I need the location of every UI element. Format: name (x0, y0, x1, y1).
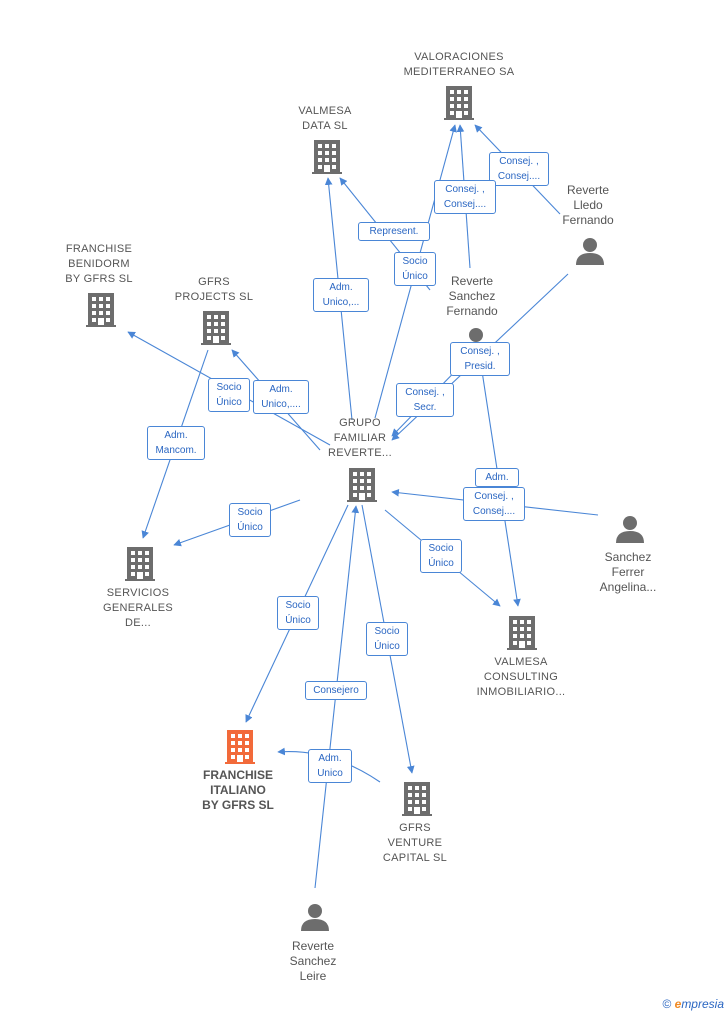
brand-initial: e (674, 997, 682, 1011)
building-icon (86, 293, 116, 327)
node-reverte-lledo[interactable]: Reverte Lledo Fernando (562, 183, 614, 227)
node-valoraciones[interactable]: VALORACIONES MEDITERRANEO SA (403, 51, 515, 78)
person-icon (301, 904, 329, 931)
node-valmesa-consulting[interactable]: VALMESA CONSULTING INMOBILIARIO... (476, 656, 566, 698)
edge-label-consej[interactable]: Consej. , Consej.... (489, 152, 549, 186)
building-icon (225, 730, 255, 764)
brand-name: mpresia (681, 997, 724, 1011)
edge-label-adm[interactable]: Adm. (475, 468, 519, 487)
node-franchise-italiano[interactable]: FRANCHISE ITALIANO BY GFRS SL (202, 768, 274, 812)
building-icon (125, 547, 155, 581)
node-servicios-generales[interactable]: SERVICIOS GENERALES DE... (103, 587, 173, 629)
edge-label-socio-unico[interactable]: Socio Único (208, 378, 250, 412)
highlight-icon (225, 730, 255, 764)
node-grupo-familiar[interactable]: GRUPO FAMILIAR REVERTE... (328, 417, 392, 459)
person-icon (576, 238, 604, 265)
edge-label-consejero[interactable]: Consejero (305, 681, 367, 700)
copyright-icon: © (662, 997, 672, 1011)
building-icon (444, 86, 474, 120)
edge-label-adm-unico[interactable]: Adm. Unico,... (313, 278, 369, 312)
edge-label-represent[interactable]: Represent. (358, 222, 430, 241)
edge-label-socio-unico[interactable]: Socio Único (420, 539, 462, 573)
edge-label-socio-unico[interactable]: Socio Único (277, 596, 319, 630)
edge-label-adm-unico[interactable]: Adm. Unico (308, 749, 352, 783)
edge-label-consej-secr[interactable]: Consej. , Secr. (396, 383, 454, 417)
node-sanchez-ferrer[interactable]: Sanchez Ferrer Angelina... (599, 550, 657, 594)
edge-label-socio-unico[interactable]: Socio Único (394, 252, 436, 286)
building-icon (507, 616, 537, 650)
node-reverte-sanchez-fernando[interactable]: Reverte Sanchez Fernando (446, 274, 498, 318)
node-reverte-sanchez-leire[interactable]: Reverte Sanchez Leire (289, 939, 337, 983)
building-icon (312, 140, 342, 174)
edge-label-socio-unico[interactable]: Socio Único (229, 503, 271, 537)
node-gfrs-venture[interactable]: GFRS VENTURE CAPITAL SL (382, 822, 448, 864)
edge-label-consej[interactable]: Consej. , Consej.... (463, 487, 525, 521)
edge-label-socio-unico[interactable]: Socio Único (366, 622, 408, 656)
edge-label-adm-mancom[interactable]: Adm. Mancom. (147, 426, 205, 460)
node-valmesa-data[interactable]: VALMESA DATA SL (298, 105, 352, 132)
footer-brand: © empresia (662, 997, 724, 1011)
node-gfrs-projects[interactable]: GFRS PROJECTS SL (174, 276, 254, 303)
edge-label-adm-unico[interactable]: Adm. Unico,.... (253, 380, 309, 414)
edge-label-consej-presid[interactable]: Consej. , Presid. (450, 342, 510, 376)
building-icon (347, 468, 377, 502)
building-icon (201, 311, 231, 345)
person-icon (616, 516, 644, 543)
edge-label-consej[interactable]: Consej. , Consej.... (434, 180, 496, 214)
building-icon (402, 782, 432, 816)
node-franchise-benidorm[interactable]: FRANCHISE BENIDORM BY GFRS SL (65, 243, 133, 285)
